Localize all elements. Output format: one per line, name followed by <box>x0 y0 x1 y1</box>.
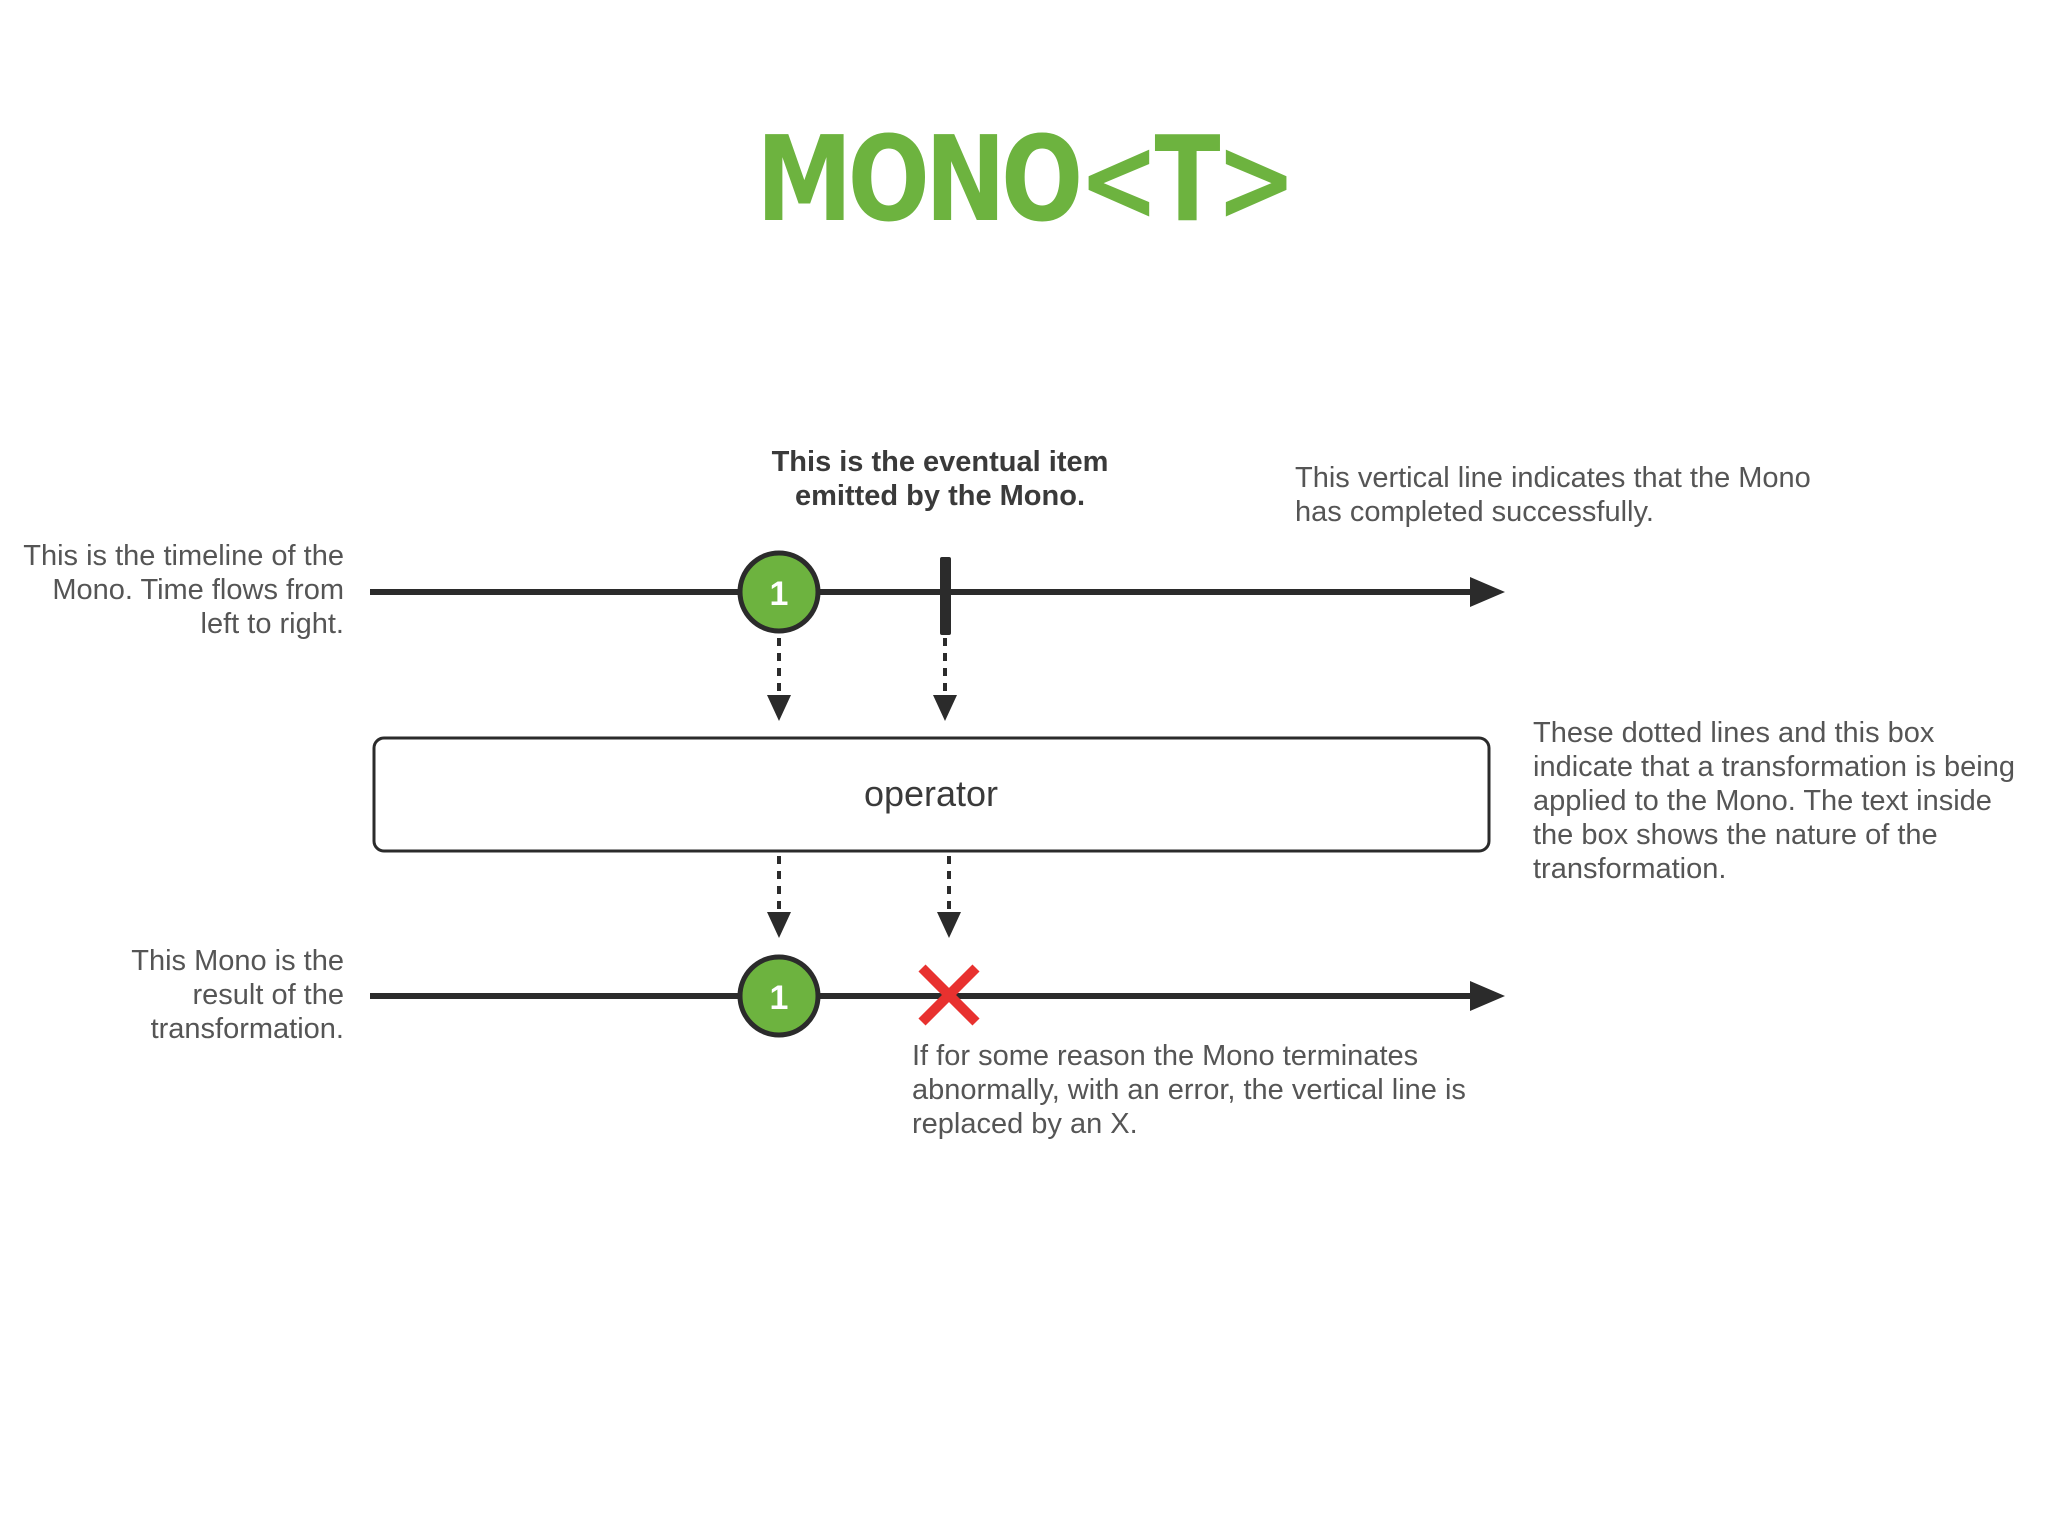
timeline-note: This is the timeline of the Mono. Time f… <box>0 539 344 641</box>
completion-vertical-bar-icon <box>940 557 951 635</box>
page-title: MONO<T> <box>756 110 1296 248</box>
result-note: This Mono is the result of the transform… <box>0 944 344 1046</box>
timeline-note-line-3: left to right. <box>200 608 344 640</box>
operator-label: operator <box>864 773 998 814</box>
error-red-x-icon <box>918 964 980 1026</box>
result-item-label: 1 <box>770 979 789 1017</box>
transformation-note: These dotted lines and this box indicate… <box>1533 716 2015 886</box>
result-note-line-2: result of the <box>192 979 344 1011</box>
result-note-line-1: This Mono is the <box>131 945 344 977</box>
eventual-item-note: This is the eventual item emitted by the… <box>730 445 1150 513</box>
source-item-marble <box>737 550 821 634</box>
operator-to-error-arrowhead-icon <box>937 912 961 938</box>
transformation-note-line-2: indicate that a transformation is being <box>1533 751 2015 783</box>
eventual-item-note-line-2: emitted by the Mono. <box>795 480 1085 512</box>
transformation-note-line-3: applied to the Mono. The text inside <box>1533 785 1992 817</box>
transformation-note-line-4: the box shows the nature of the <box>1533 819 1938 851</box>
transformation-note-line-5: transformation. <box>1533 853 1727 885</box>
transformation-note-line-1: These dotted lines and this box <box>1533 717 1935 749</box>
operator-box <box>372 736 1491 853</box>
completion-to-operator-arrowhead-icon <box>933 695 957 721</box>
operator-to-item-arrowhead-icon <box>767 912 791 938</box>
completed-note-line-2: has completed successfully. <box>1295 496 1654 528</box>
source-item-label: 1 <box>770 575 789 613</box>
eventual-item-note-line-1: This is the eventual item <box>771 446 1109 478</box>
source-timeline-arrowhead-icon <box>1470 577 1505 607</box>
error-note: If for some reason the Mono terminates a… <box>912 1039 1466 1141</box>
error-note-line-3: replaced by an X. <box>912 1108 1138 1140</box>
timeline-note-line-1: This is the timeline of the <box>23 540 344 572</box>
result-timeline-arrowhead-icon <box>1470 981 1505 1011</box>
result-item-marble <box>737 954 821 1038</box>
timeline-note-line-2: Mono. Time flows from <box>52 574 344 606</box>
item-to-operator-arrowhead-icon <box>767 695 791 721</box>
completed-note-line-1: This vertical line indicates that the Mo… <box>1295 462 1811 494</box>
error-note-line-1: If for some reason the Mono terminates <box>912 1040 1419 1072</box>
completed-note: This vertical line indicates that the Mo… <box>1295 461 1811 529</box>
error-note-line-2: abnormally, with an error, the vertical … <box>912 1074 1466 1106</box>
result-note-line-3: transformation. <box>150 1013 344 1045</box>
